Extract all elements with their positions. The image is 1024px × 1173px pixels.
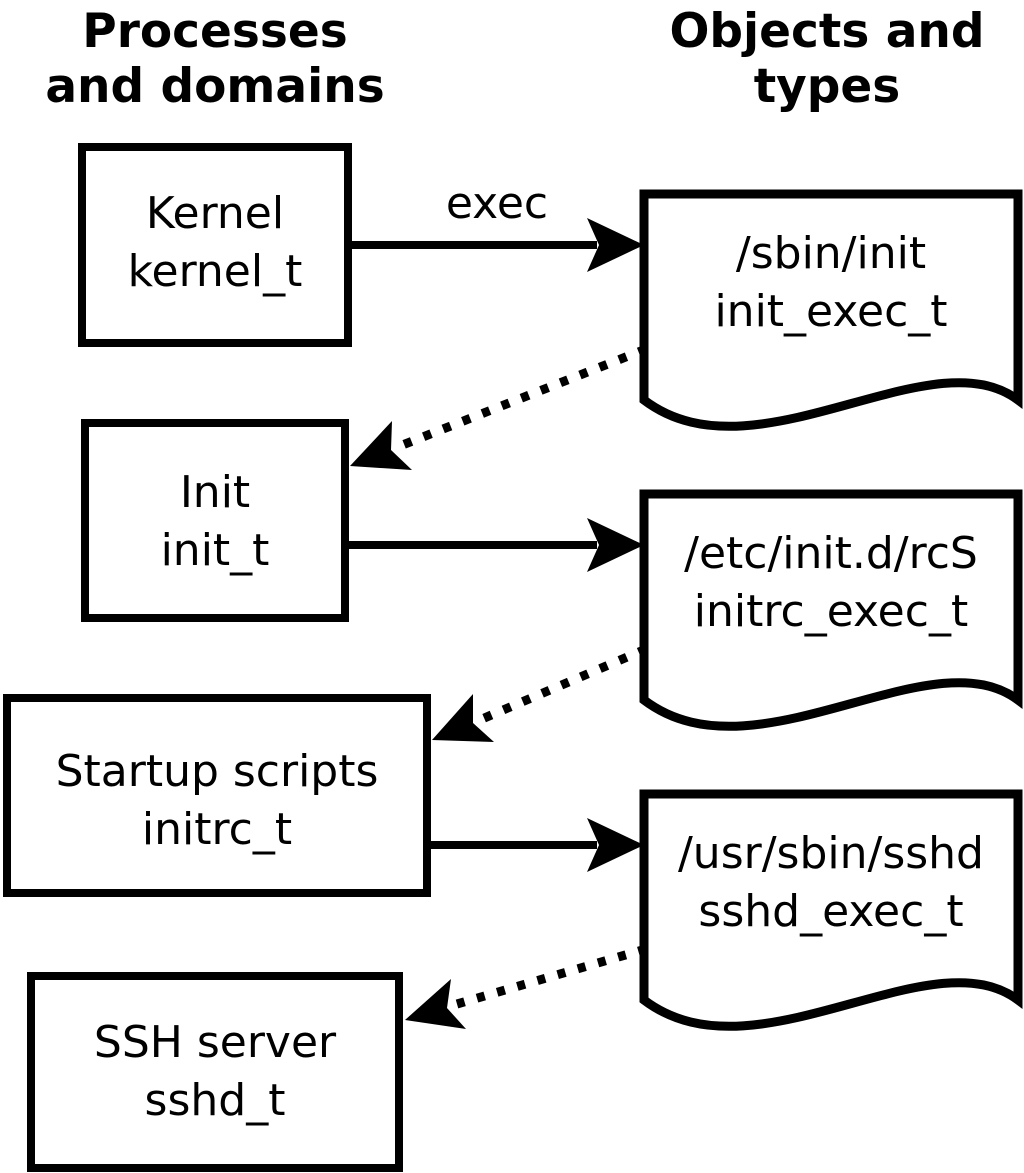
process-node-kernel: Kernel kernel_t bbox=[78, 143, 352, 347]
transition-arrow-init bbox=[350, 344, 648, 470]
document-shape-sshd bbox=[639, 789, 1023, 1031]
exec-arrow-kernel-to-init: exec bbox=[350, 178, 644, 272]
process-type-ssh-server: sshd_t bbox=[145, 1075, 286, 1126]
exec-arrow-label: exec bbox=[446, 178, 548, 229]
left-column-title-line1: Processes bbox=[82, 4, 347, 59]
process-node-init: Init init_t bbox=[81, 419, 349, 622]
transition-dotted-line-3 bbox=[455, 944, 648, 1009]
object-node-sshd: /usr/sbin/sshd sshd_exec_t bbox=[639, 789, 1023, 1031]
transition-arrow-sshd bbox=[405, 944, 648, 1029]
object-node-rcs: /etc/init.d/rcS initrc_exec_t bbox=[639, 489, 1023, 731]
process-name-kernel: Kernel bbox=[146, 188, 284, 239]
transition-arrow-initrc bbox=[432, 644, 648, 742]
process-type-kernel: kernel_t bbox=[128, 246, 303, 297]
transition-arrow-head-icon-1 bbox=[350, 421, 412, 470]
exec-arrow-startup-to-sshd bbox=[427, 818, 644, 872]
process-box-ssh-server bbox=[27, 972, 403, 1172]
process-name-init: Init bbox=[180, 467, 250, 518]
object-node-sbin-init: /sbin/init init_exec_t bbox=[639, 189, 1023, 431]
exec-arrow-init-to-rcs bbox=[345, 518, 644, 572]
exec-arrow-head-icon-2 bbox=[587, 518, 644, 572]
exec-arrow-head-icon-1 bbox=[587, 218, 644, 272]
process-name-startup-scripts: Startup scripts bbox=[56, 746, 379, 797]
object-type-sbin-init: init_exec_t bbox=[714, 286, 947, 337]
right-column-title-line1: Objects and bbox=[669, 4, 984, 59]
process-type-init: init_t bbox=[161, 525, 270, 576]
process-node-startup-scripts: Startup scripts initrc_t bbox=[3, 694, 431, 897]
object-type-sshd: sshd_exec_t bbox=[698, 886, 963, 937]
object-path-sshd: /usr/sbin/sshd bbox=[678, 828, 984, 879]
object-type-rcs: initrc_exec_t bbox=[694, 586, 968, 637]
object-path-sbin-init: /sbin/init bbox=[736, 228, 926, 279]
left-column-title-line2: and domains bbox=[45, 59, 384, 114]
document-shape-rcs bbox=[639, 489, 1023, 731]
process-type-startup-scripts: initrc_t bbox=[142, 804, 292, 855]
process-box-init bbox=[81, 419, 349, 622]
transition-dotted-line-1 bbox=[398, 344, 648, 451]
transition-dotted-line-2 bbox=[480, 644, 648, 724]
transition-arrow-head-icon-2 bbox=[432, 694, 494, 742]
process-box-kernel bbox=[78, 143, 352, 347]
object-path-rcs: /etc/init.d/rcS bbox=[684, 528, 978, 579]
transition-arrow-head-icon-3 bbox=[405, 979, 466, 1029]
process-box-startup-scripts bbox=[3, 694, 431, 897]
process-name-ssh-server: SSH server bbox=[94, 1017, 337, 1068]
exec-arrow-head-icon-3 bbox=[587, 818, 644, 872]
right-column-title-line2: types bbox=[754, 59, 901, 114]
process-node-ssh-server: SSH server sshd_t bbox=[27, 972, 403, 1172]
document-shape-sbin-init bbox=[639, 189, 1023, 431]
